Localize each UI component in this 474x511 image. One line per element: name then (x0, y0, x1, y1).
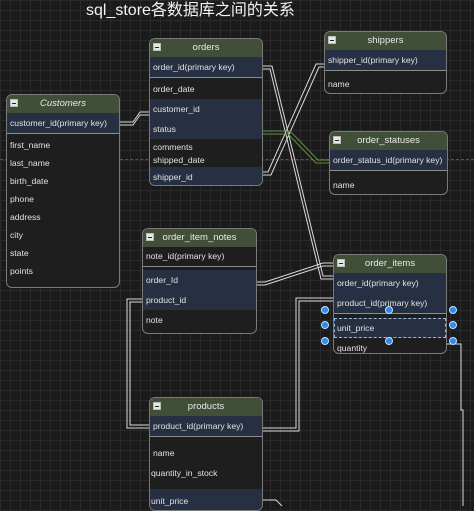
field-status[interactable]: status (150, 119, 262, 139)
collapse-icon[interactable] (153, 43, 161, 51)
entity-order-statuses[interactable]: order_statuses order_status_id(primary k… (329, 131, 448, 195)
field-last-name[interactable]: last_name (10, 158, 50, 168)
link-notes-order-items-2 (257, 265, 333, 286)
field-comments[interactable]: comments (153, 142, 193, 152)
field-city[interactable]: city (10, 230, 23, 240)
field-product-id-pk[interactable]: product_id(primary key) (150, 416, 262, 436)
entity-order-item-notes[interactable]: order_item_notes note_id(primary key) or… (142, 228, 257, 334)
field-product-id-pk[interactable]: product_id(primary key) (334, 293, 446, 313)
selection-handle-bottom-left[interactable] (321, 337, 329, 345)
selection-handle-left[interactable] (321, 321, 329, 329)
collapse-icon[interactable] (333, 136, 341, 144)
entity-order-item-notes-header[interactable]: order_item_notes (143, 229, 256, 247)
field-shipped-date[interactable]: shipped_date (153, 155, 205, 165)
link-products-bottom (263, 499, 283, 506)
entity-order-statuses-title: order_statuses (357, 135, 420, 146)
collapse-icon[interactable] (146, 233, 154, 241)
entity-products[interactable]: products product_id(primary key) name qu… (149, 397, 263, 511)
selection-handle-bottom[interactable] (385, 337, 393, 345)
field-first-name[interactable]: first_name (10, 140, 51, 150)
field-product-name[interactable]: name (153, 448, 175, 458)
entity-order-item-notes-title: order_item_notes (162, 232, 237, 243)
link-products-order-items-2 (263, 300, 333, 432)
selection-handle-top-right[interactable] (449, 306, 457, 314)
entity-orders-header[interactable]: orders (150, 39, 262, 57)
link-products-order-items (263, 297, 333, 429)
link-orders-shippers (263, 63, 324, 173)
field-product-id[interactable]: product_id (143, 290, 256, 310)
field-note[interactable]: note (146, 315, 163, 325)
field-note-id-pk[interactable]: note_id(primary key) (146, 251, 225, 261)
entity-shippers-title: shippers (367, 35, 404, 46)
collapse-icon[interactable] (328, 36, 336, 44)
selection-handle-bottom-right[interactable] (449, 337, 457, 345)
field-order-status-name[interactable]: name (333, 180, 355, 190)
field-order-status-id-pk[interactable]: order_status_id(primary key) (330, 150, 447, 170)
field-state[interactable]: state (10, 248, 29, 258)
field-order-id-pk[interactable]: order_id(primary key) (150, 57, 262, 77)
link-orders-order-statuses-2 (263, 133, 329, 164)
entity-order-statuses-header[interactable]: order_statuses (330, 132, 447, 150)
link-orders-shippers-2 (263, 66, 324, 176)
link-notes-products-2 (129, 301, 150, 426)
selection-handle-top[interactable] (385, 306, 393, 314)
diagram-title: sql_store各数据库之间的关系 (86, 2, 295, 19)
field-shipper-name[interactable]: name (328, 79, 350, 89)
link-orders-customers-2 (120, 114, 149, 126)
entity-customers-title: Customers (40, 98, 86, 109)
entity-shippers[interactable]: shippers shipper_id(primary key) name (324, 31, 447, 94)
collapse-icon[interactable] (153, 402, 161, 410)
field-order-id[interactable]: order_Id (143, 270, 256, 290)
link-notes-order-items (257, 262, 333, 283)
entity-orders-title: orders (192, 42, 220, 53)
entity-order-items[interactable]: order_items order_id(primary key) produc… (333, 254, 447, 354)
entity-shippers-header[interactable]: shippers (325, 32, 446, 50)
field-birth-date[interactable]: birth_date (10, 176, 49, 186)
entity-order-items-header[interactable]: order_items (334, 255, 446, 273)
link-orders-order-statuses (263, 130, 329, 161)
field-shipper-id-pk[interactable]: shipper_id(primary key) (325, 50, 446, 70)
link-order-items-right (447, 343, 464, 506)
field-customer-id-pk[interactable]: customer_id(primary key) (7, 113, 119, 133)
field-unit-price[interactable]: unit_price (150, 489, 262, 510)
field-customer-id[interactable]: customer_id (150, 99, 262, 119)
link-orders-customers (120, 111, 149, 123)
field-order-id-pk[interactable]: order_id(primary key) (334, 273, 446, 293)
entity-products-title: products (187, 401, 225, 412)
link-orders-order-items-2 (263, 68, 333, 280)
field-order-date[interactable]: order_date (153, 84, 195, 94)
field-phone[interactable]: phone (10, 194, 34, 204)
field-points[interactable]: points (10, 266, 33, 276)
field-quantity-in-stock[interactable]: quantity_in_stock (151, 468, 218, 478)
field-address[interactable]: address (10, 212, 41, 222)
field-unit-price-selected[interactable]: unit_price (334, 318, 446, 338)
entity-customers-header[interactable]: Customers (7, 95, 119, 113)
selection-handle-top-left[interactable] (321, 306, 329, 314)
entity-customers[interactable]: Customers customer_id(primary key) first… (6, 94, 120, 288)
entity-orders[interactable]: orders order_id(primary key) order_date … (149, 38, 263, 186)
link-notes-products (126, 298, 150, 429)
link-orders-order-items (263, 65, 333, 277)
field-shipper-id[interactable]: shipper_id (150, 167, 262, 185)
selection-handle-right[interactable] (449, 321, 457, 329)
entity-order-items-title: order_items (364, 258, 416, 269)
collapse-icon[interactable] (337, 259, 345, 267)
field-quantity[interactable]: quantity (337, 343, 368, 353)
collapse-icon[interactable] (10, 99, 18, 107)
entity-products-header[interactable]: products (150, 398, 262, 416)
